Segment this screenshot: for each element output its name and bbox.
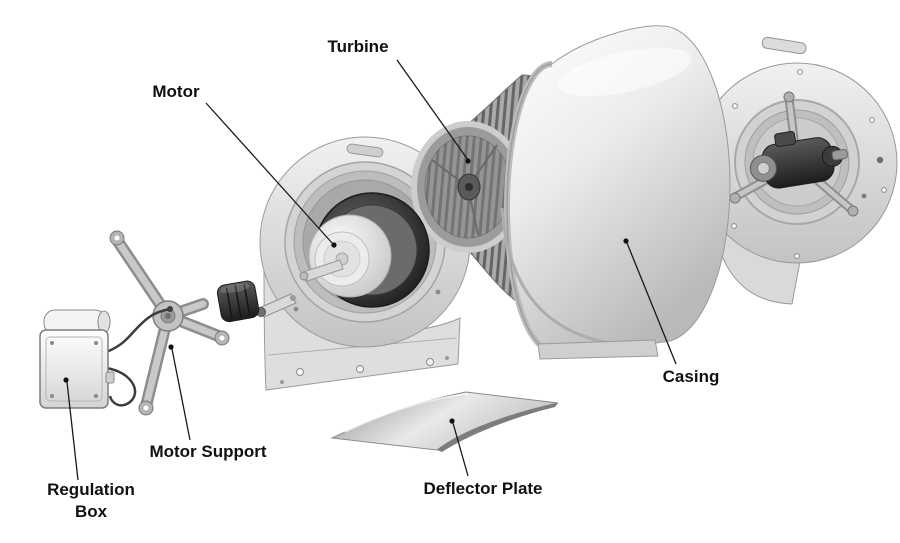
deflector-plate-label: Deflector Plate (423, 479, 542, 498)
regulation-box-label-line2: Box (75, 502, 108, 521)
motor-leader-line (205, 102, 334, 245)
motor-support-label: Motor Support (149, 442, 266, 461)
regulation-box-label-line1: Regulation (47, 480, 135, 499)
turbine-leader-line (396, 59, 469, 161)
turbine-label: Turbine (327, 37, 388, 56)
leader-lines (66, 59, 677, 481)
rear-panel-part (696, 36, 898, 305)
regulation-box-leader-line (66, 381, 79, 481)
motor-support-leader-line (171, 348, 191, 441)
deflector-plate-leader-line (452, 422, 469, 477)
rear-motor-mount (749, 131, 848, 189)
casing-leader-line (626, 242, 677, 365)
capacitor-part (216, 280, 260, 323)
deflector-plate-part (330, 391, 559, 452)
motor-label: Motor (152, 82, 200, 101)
casing-label: Casing (663, 367, 720, 386)
leader-dots (63, 158, 629, 424)
motor-part (299, 192, 430, 308)
regulation-box-part (39, 306, 173, 409)
casing-part (500, 25, 731, 360)
motor-support-part (109, 230, 230, 416)
